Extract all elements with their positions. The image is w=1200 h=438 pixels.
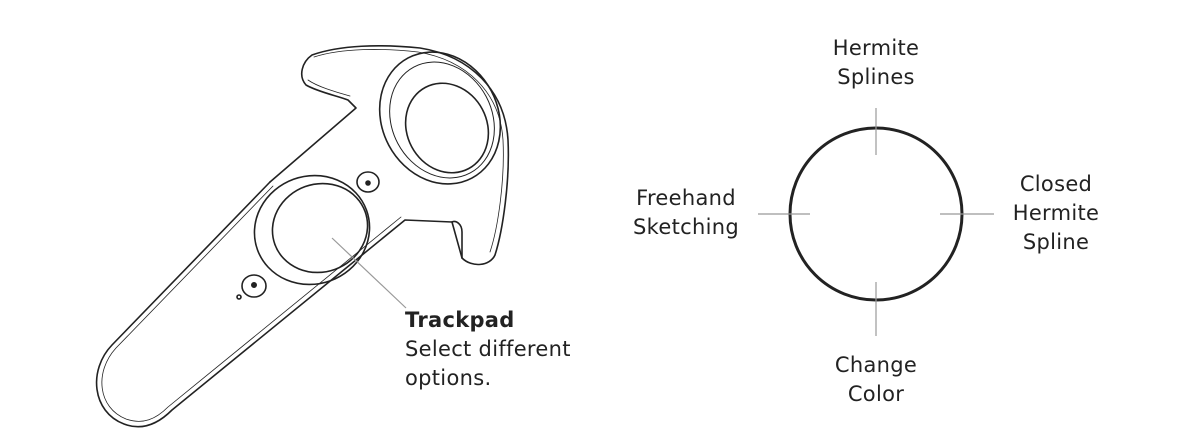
menu-option-top-line2: Splines: [837, 65, 915, 89]
system-button-dot: [365, 180, 371, 186]
controller-handle-outline-inner: [101, 185, 402, 422]
trackpad-title: Trackpad: [405, 308, 515, 332]
menu-option-left-line1: Freehand: [636, 186, 736, 210]
system-button: [356, 171, 380, 193]
vr-controller-illustration: [95, 45, 510, 428]
controller-ring-opening-inner: [404, 82, 490, 174]
menu-option-top: Hermite Splines: [806, 34, 946, 92]
controller-ring-outline: [269, 45, 510, 266]
controller-ring-back: [451, 220, 463, 259]
menu-option-bottom: Change Color: [806, 351, 946, 409]
menu-option-right-line1: Closed: [1019, 172, 1093, 196]
menu-option-right-line2: Hermite: [1012, 201, 1100, 225]
menu-button-dot: [251, 281, 258, 288]
controller-ring-outline-inner: [307, 49, 504, 253]
controller-handle-outline: [95, 181, 453, 428]
controller-ring-opening-outer: [378, 51, 502, 185]
menu-option-left: Freehand Sketching: [616, 184, 756, 242]
menu-option-bottom-line1: Change: [834, 353, 918, 377]
trackpad-menu-diagram: [758, 108, 994, 336]
status-light: [236, 294, 242, 300]
menu-option-right-line3: Spline: [1022, 230, 1090, 254]
menu-option-left-line2: Sketching: [633, 215, 739, 239]
trackpad-description-line1: Select different: [405, 337, 571, 361]
menu-option-top-line1: Hermite: [832, 36, 920, 60]
trackpad-callout: Trackpad Select different options.: [405, 306, 571, 393]
controller-ring-opening-mid: [389, 61, 495, 179]
trackpad-surface: [271, 182, 369, 274]
menu-option-bottom-line2: Color: [847, 382, 905, 406]
menu-button: [241, 274, 267, 298]
menu-option-right: Closed Hermite Spline: [986, 170, 1126, 257]
trackpad-leader-line: [331, 237, 407, 309]
trackpad-description-line2: options.: [405, 366, 492, 390]
trackpad-surround: [253, 174, 371, 286]
